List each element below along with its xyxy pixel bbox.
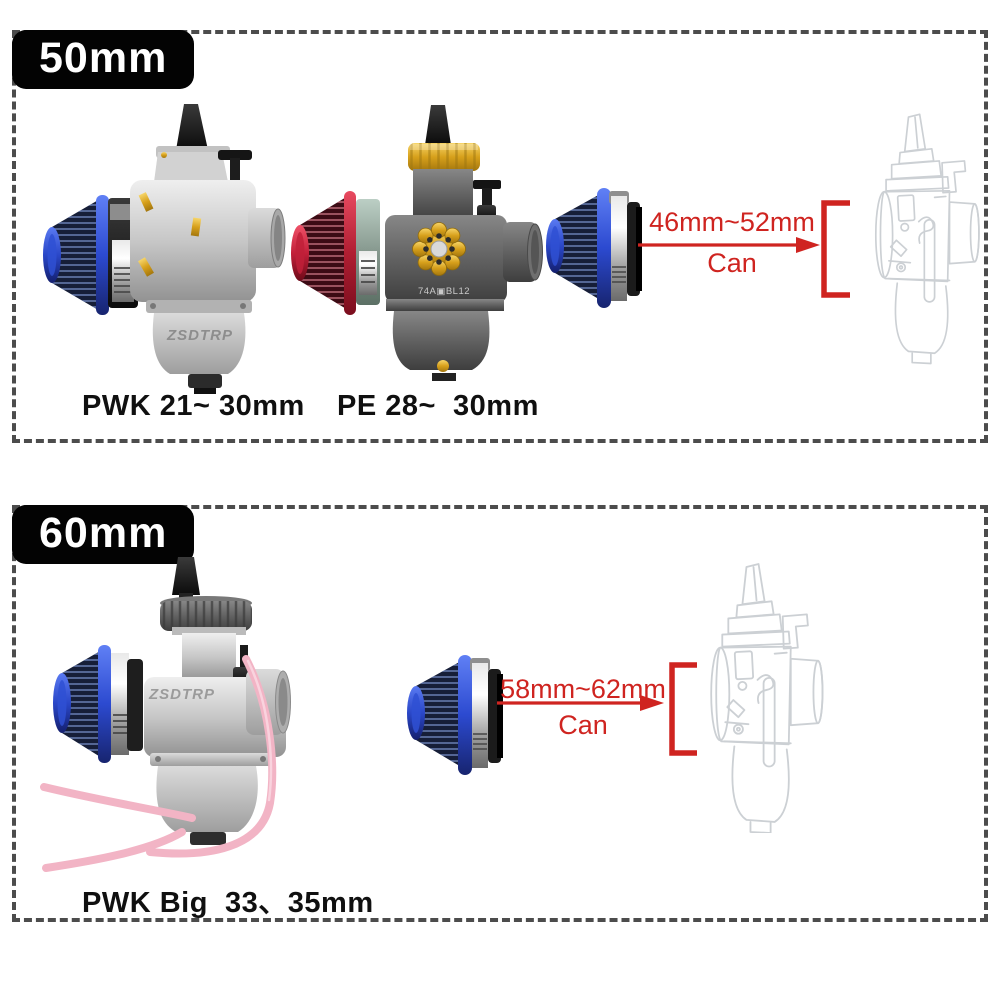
gold-star-adjuster [412, 222, 466, 276]
ghost-carburetor-sketch [710, 563, 824, 833]
pwk-carburetor-image: ZSDTRP [43, 104, 286, 394]
measure-arrow-icon [638, 200, 850, 298]
blue-air-filter [407, 655, 503, 775]
fitment-fit: Can [558, 710, 608, 740]
pe-carburetor-image: 74A▣BL12 [291, 105, 543, 381]
size-bracket-icon [669, 662, 697, 756]
blue-air-filter [53, 645, 143, 763]
fitment-annotation: 46mm~52mm Can [627, 208, 837, 277]
blue-air-filter [546, 188, 642, 308]
fitment-range: 46mm~52mm [649, 207, 815, 237]
size-badge-50mm: 50mm [12, 30, 195, 89]
section-60mm: 60mm [12, 505, 988, 922]
clamp-adapter [356, 199, 380, 305]
product-label-pwk-big: PWK Big 33、35mm [82, 887, 374, 919]
pwk-big-carburetor-image: ZSDTRP [40, 557, 291, 872]
fitment-fit: Can [707, 248, 757, 278]
carburetor-body: ZSDTRP [130, 104, 286, 394]
size-bracket-icon [821, 200, 850, 298]
pe-code-engraving: 74A▣BL12 [418, 286, 470, 297]
ghost-carburetor-sketch [874, 113, 980, 365]
size-badge-60mm: 60mm [12, 505, 195, 564]
air-filter-image [546, 188, 642, 308]
fuel-hoses [40, 655, 277, 872]
fitment-annotation: 58mm~62mm Can [478, 675, 688, 739]
carburetor-body: ZSDTRP [144, 557, 291, 845]
product-label-pe: PE 28~ 30mm [337, 390, 539, 422]
red-air-filter [291, 191, 356, 315]
blue-air-filter [43, 195, 109, 315]
brand-engraving: ZSDTRP [166, 327, 233, 344]
section-50mm: 50mm [12, 30, 988, 443]
product-label-pwk: PWK 21~ 30mm [82, 390, 305, 422]
carburetor-body: 74A▣BL12 [385, 105, 543, 381]
air-filter-image [407, 655, 503, 775]
measure-arrow-icon [497, 662, 697, 756]
fitment-range: 58mm~62mm [500, 674, 666, 704]
brand-engraving: ZSDTRP [148, 686, 215, 703]
